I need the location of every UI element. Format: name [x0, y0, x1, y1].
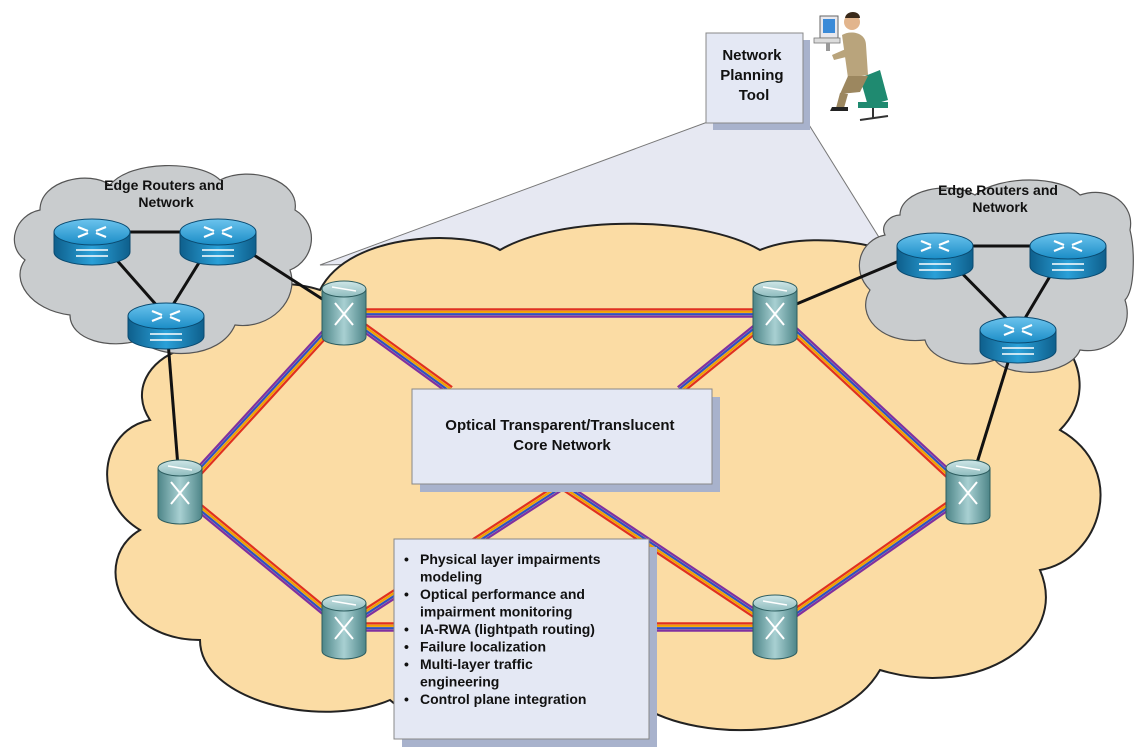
edge-left-title-line-2: Network: [138, 194, 193, 210]
optical-links: [176, 308, 972, 632]
router-icon[interactable]: [179, 218, 257, 266]
bullet-glyph: •: [404, 639, 409, 655]
network-planning-tool-box[interactable]: Network Planning Tool: [705, 32, 810, 130]
wavelength-line: [773, 313, 968, 494]
optical-link: [562, 483, 778, 631]
bullet-glyph: •: [404, 656, 409, 672]
feature-item: • Control plane integration: [404, 691, 586, 707]
feature-item-text: Multi-layer traffic: [420, 656, 533, 672]
router-icon[interactable]: [53, 218, 131, 266]
wavelength-line: [178, 492, 344, 629]
wavelength-line: [775, 492, 970, 629]
wavelength-line: [775, 311, 970, 492]
bullet-glyph: •: [404, 551, 409, 567]
feature-item-text: IA-RWA (lightpath routing): [420, 621, 595, 637]
bullet-glyph: •: [404, 691, 409, 707]
feature-item: • IA-RWA (lightpath routing): [404, 621, 595, 637]
edge-left-title: Edge Routers and Network: [104, 177, 228, 210]
bullet-glyph: •: [404, 586, 409, 602]
optical-cross-connect-icon[interactable]: [752, 594, 798, 660]
feature-item-text: modeling: [420, 569, 482, 585]
edge-cloud-right: [858, 179, 1134, 373]
wavelength-line: [776, 494, 971, 631]
wavelength-line: [776, 309, 972, 491]
wavelength-line: [176, 309, 343, 491]
router-icon[interactable]: [896, 232, 974, 280]
feature-item: • Failure localization: [404, 639, 546, 655]
wavelength-line: [177, 493, 343, 631]
optical-cross-connect-icon[interactable]: [321, 280, 367, 346]
feature-item-text: impairment monitoring: [420, 604, 572, 620]
feature-item-text: Optical performance and: [420, 586, 585, 602]
core-label-line-1: Optical Transparent/Translucent: [445, 417, 674, 434]
feature-item-text: engineering: [420, 674, 499, 690]
planning-tool-label-line-2: Planning: [720, 67, 783, 84]
feature-item-text: Failure localization: [420, 639, 546, 655]
wavelength-line: [180, 313, 346, 494]
edge-left-title-line-1: Edge Routers and: [104, 177, 224, 193]
optical-link: [177, 488, 347, 631]
optical-cross-connect-icon[interactable]: [321, 594, 367, 660]
optical-cross-connect-icon[interactable]: [752, 280, 798, 346]
wavelength-line: [772, 488, 967, 625]
edge-cloud-left: [13, 165, 312, 355]
bullet-glyph: •: [404, 621, 409, 637]
core-network-label-box: Optical Transparent/Translucent Core Net…: [411, 388, 720, 492]
feature-item: • Multi-layer traffic engineering: [404, 656, 533, 690]
optical-link: [176, 309, 348, 496]
router-icon[interactable]: [127, 302, 205, 350]
wavelength-line: [771, 314, 967, 496]
core-nodes: [157, 280, 991, 660]
core-network-label: Optical Transparent/Translucent Core Net…: [445, 417, 678, 454]
feature-item: • Physical layer impairments modeling: [404, 551, 601, 585]
wavelength-line: [562, 489, 774, 631]
feature-item-text: Physical layer impairments: [420, 551, 601, 567]
edge-right-title-line-2: Network: [972, 199, 1027, 215]
optical-cross-connect-icon[interactable]: [157, 459, 203, 525]
optical-link: [771, 309, 972, 496]
wavelength-line: [180, 490, 346, 627]
features-box: • Physical layer impairments modeling • Opti…: [393, 538, 657, 747]
edge-right-title-line-1: Edge Routers and: [938, 182, 1058, 198]
router-icon[interactable]: [1029, 232, 1107, 280]
planning-tool-label-line-3: Tool: [739, 87, 770, 104]
core-label-line-2: Core Network: [513, 437, 611, 454]
wavelength-line: [773, 490, 968, 627]
planning-tool-label: Network Planning Tool: [720, 47, 788, 104]
edge-routers: [53, 218, 1107, 364]
edge-right-title: Edge Routers and Network: [938, 182, 1062, 215]
planning-tool-label-line-1: Network: [722, 47, 782, 64]
wavelength-line: [181, 488, 347, 626]
features-list: • Physical layer impairments modeling • Opti…: [404, 551, 601, 707]
optical-cross-connect-icon[interactable]: [945, 459, 991, 525]
router-icon[interactable]: [979, 316, 1057, 364]
wavelength-line: [178, 311, 344, 492]
wavelength-line: [565, 485, 777, 627]
user-at-computer-icon: [813, 12, 889, 121]
optical-link: [772, 488, 971, 631]
wavelength-line: [563, 487, 775, 629]
wavelength-line: [566, 483, 778, 625]
feature-item: • Optical performance and impairment monit…: [404, 586, 585, 620]
optical-link: [344, 308, 775, 318]
wavelength-line: [181, 314, 348, 496]
feature-item-text: Control plane integration: [420, 691, 586, 707]
